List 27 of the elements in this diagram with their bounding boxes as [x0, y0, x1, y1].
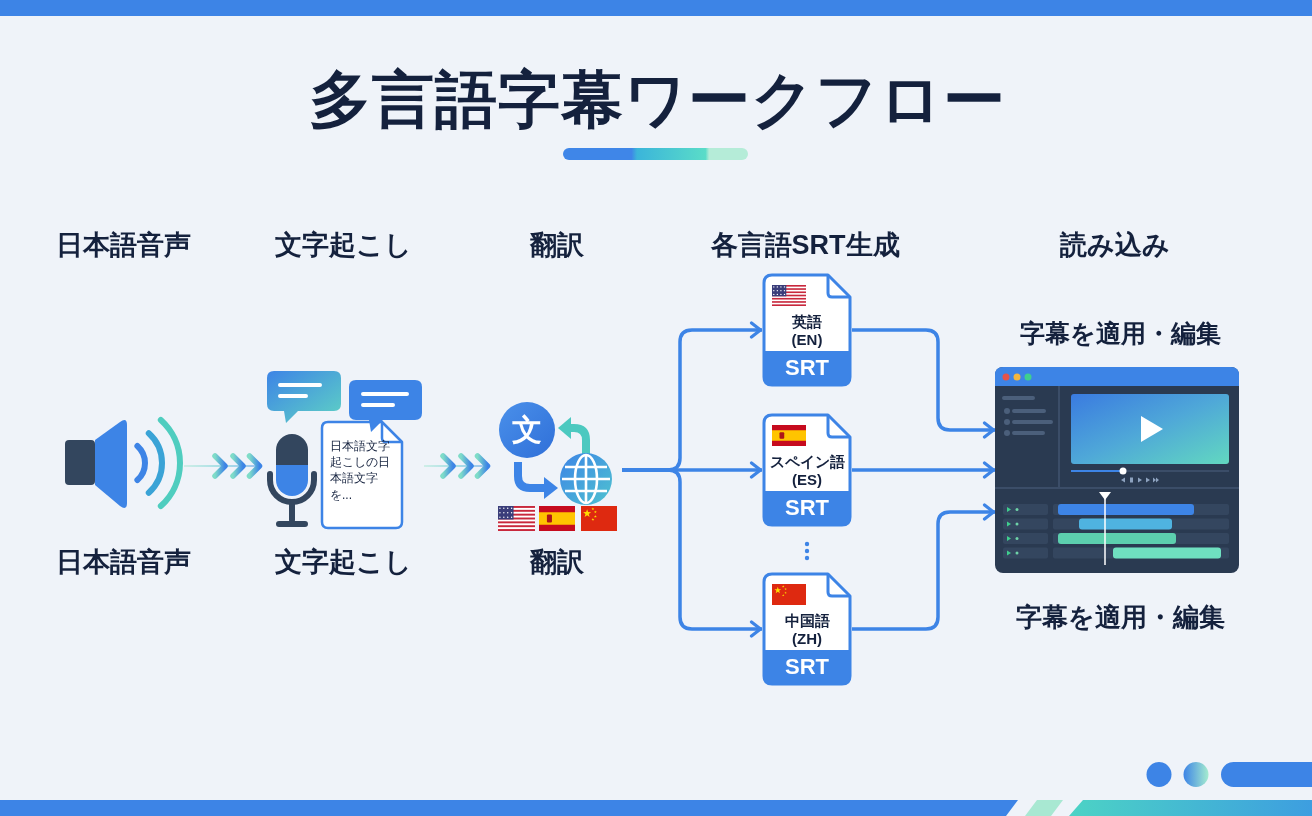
file-format-label: SRT: [785, 654, 829, 680]
step-caption: 文字起こし: [274, 546, 412, 579]
language-label: 中国語 (ZH): [784, 612, 830, 648]
speaker-icon: [62, 416, 184, 512]
flow-arrow: [852, 328, 996, 439]
flow-arrow: [622, 468, 763, 638]
flow-arrow: [852, 461, 996, 479]
step-caption: 翻訳: [530, 546, 584, 579]
step-heading: 日本語音声: [55, 229, 191, 262]
transcript-text: 日本語文字起こしの日本語文字を...: [330, 438, 391, 503]
step-heading: 翻訳: [530, 229, 584, 262]
page-title: 多言語字幕ワークフロー: [308, 64, 1006, 136]
step-caption: 字幕を適用・編集: [1015, 600, 1225, 634]
flow-arrow: [852, 503, 996, 631]
step-heading: 読み込み: [1060, 229, 1170, 262]
file-format-label: SRT: [785, 355, 829, 381]
step-heading: 文字起こし: [274, 229, 412, 262]
language-label: スペイン語 (ES): [769, 453, 845, 489]
language-label: 英語 (EN): [791, 313, 823, 349]
file-format-label: SRT: [785, 495, 829, 521]
chevron-arrow: [183, 453, 263, 479]
video-editor-window: [995, 367, 1239, 573]
translation-symbol: 文: [499, 402, 555, 458]
step-caption: 日本語音声: [55, 546, 191, 579]
step-heading: 各言語SRT生成: [710, 229, 900, 262]
chevron-arrow: [423, 453, 491, 479]
step-subheading: 字幕を適用・編集: [1019, 317, 1221, 349]
